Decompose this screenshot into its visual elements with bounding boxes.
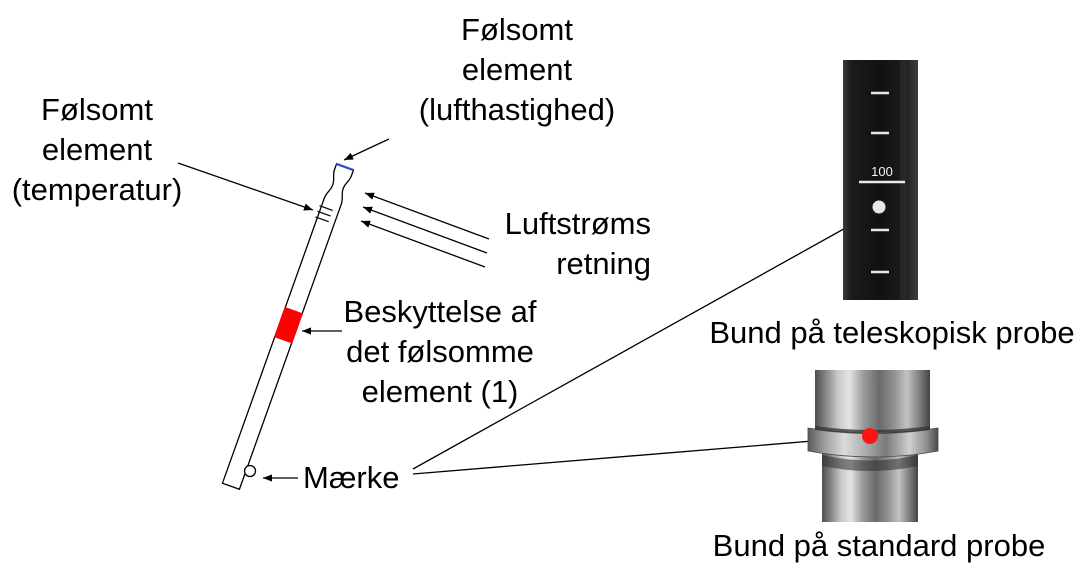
telescopic-probe-photo: 100 bbox=[843, 60, 918, 300]
mark-circle bbox=[243, 464, 257, 478]
telescopic-rod bbox=[843, 60, 918, 300]
temperature-sensor-marks bbox=[315, 205, 333, 223]
probe-drawing bbox=[221, 162, 355, 491]
label-mark: Mærke bbox=[303, 460, 399, 495]
telescopic-rod-highlight bbox=[900, 60, 906, 300]
protection-band bbox=[274, 306, 303, 344]
caption-telescopic-probe: Bund på teleskopisk probe bbox=[709, 315, 1074, 350]
label-airflow-direction: Luftstrøms retning bbox=[505, 206, 651, 281]
label-velocity-sensor: Følsomt element (lufthastighed) bbox=[419, 12, 615, 127]
airflow-arrow-1 bbox=[364, 192, 490, 240]
label-airflow-direction-line-2: retning bbox=[556, 246, 651, 281]
arrow-to-telescopic-mark bbox=[412, 215, 868, 470]
arrow-to-temperature-sensor bbox=[177, 162, 314, 211]
airflow-arrow-3 bbox=[360, 220, 486, 268]
label-velocity-sensor-line-2: element bbox=[462, 52, 573, 87]
airflow-arrow-2 bbox=[362, 206, 488, 254]
label-temperature-sensor: Følsomt element (temperatur) bbox=[12, 92, 183, 207]
temperature-mark-1 bbox=[319, 205, 333, 211]
label-temperature-sensor-line-3: (temperatur) bbox=[12, 172, 183, 207]
temperature-mark-3 bbox=[315, 216, 329, 223]
label-airflow-direction-line-1: Luftstrøms bbox=[505, 206, 651, 241]
label-temperature-sensor-line-2: element bbox=[42, 132, 153, 167]
standard-bottom-mark bbox=[862, 428, 878, 444]
scale-label-100: 100 bbox=[871, 164, 893, 179]
label-velocity-sensor-line-3: (lufthastighed) bbox=[419, 92, 615, 127]
label-protection-line-3: element (1) bbox=[362, 374, 519, 409]
label-protection: Beskyttelse af det følsomme element (1) bbox=[344, 294, 537, 409]
label-temperature-sensor-line-1: Følsomt bbox=[41, 92, 153, 127]
label-velocity-sensor-line-1: Følsomt bbox=[461, 12, 573, 47]
caption-standard-probe: Bund på standard probe bbox=[713, 528, 1046, 563]
standard-probe-photo bbox=[807, 370, 939, 522]
label-protection-line-1: Beskyttelse af bbox=[344, 294, 537, 329]
standard-lower-shadow bbox=[822, 455, 918, 471]
telescopic-bottom-mark bbox=[872, 200, 886, 214]
velocity-sensor-element bbox=[336, 162, 354, 172]
label-protection-line-2: det følsomme bbox=[346, 334, 534, 369]
arrow-to-velocity-sensor bbox=[343, 138, 390, 161]
standard-upper-cylinder bbox=[815, 370, 930, 432]
arrow-to-standard-mark bbox=[412, 434, 862, 475]
temperature-mark-2 bbox=[317, 210, 331, 217]
arrows bbox=[177, 138, 868, 482]
